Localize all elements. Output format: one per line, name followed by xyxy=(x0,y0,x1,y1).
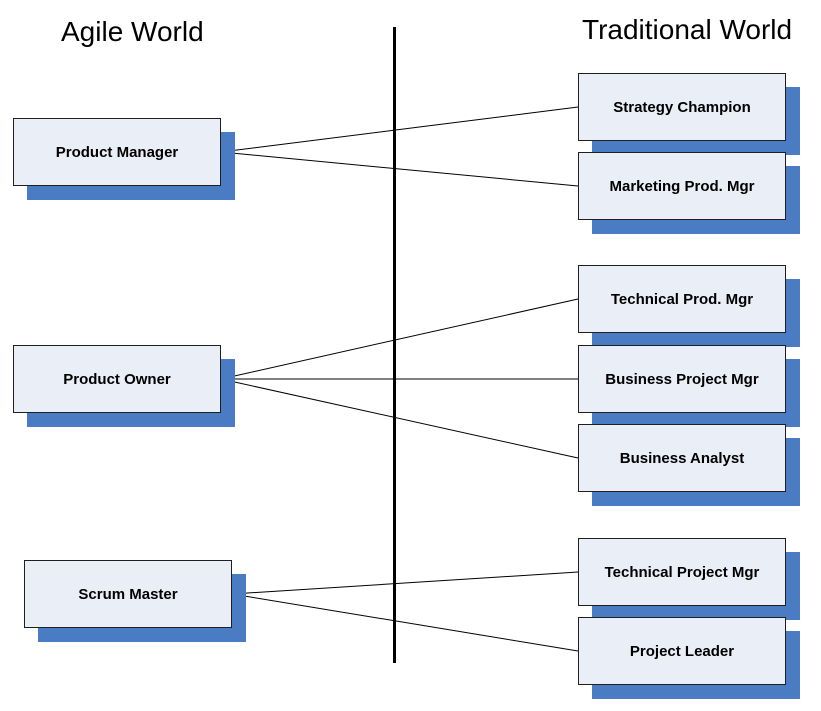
role-box: Marketing Prod. Mgr xyxy=(578,152,786,220)
role-project-leader: Project Leader xyxy=(578,617,800,699)
role-technical-project-mgr: Technical Project Mgr xyxy=(578,538,800,620)
role-label: Business Project Mgr xyxy=(605,370,759,388)
role-technical-prod-mgr: Technical Prod. Mgr xyxy=(578,265,800,347)
role-business-analyst: Business Analyst xyxy=(578,424,800,506)
role-box: Business Analyst xyxy=(578,424,786,492)
role-box: Project Leader xyxy=(578,617,786,685)
world-divider xyxy=(393,27,396,663)
connector-product-owner-to-technical-prod-mgr xyxy=(220,298,579,380)
traditional-world-heading: Traditional World xyxy=(582,14,793,45)
role-label: Product Owner xyxy=(63,370,171,388)
role-box: Scrum Master xyxy=(24,560,232,628)
connector-scrum-master-to-project-leader xyxy=(231,593,579,652)
role-box: Technical Project Mgr xyxy=(578,538,786,606)
connector-product-manager-to-marketing-prod-mgr xyxy=(220,151,579,187)
role-box: Product Owner xyxy=(13,345,221,413)
connector-product-owner-to-business-analyst xyxy=(220,378,579,459)
role-product-owner: Product Owner xyxy=(13,345,235,427)
role-marketing-prod-mgr: Marketing Prod. Mgr xyxy=(578,152,800,234)
role-product-manager: Product Manager xyxy=(13,118,235,200)
role-label: Project Leader xyxy=(629,642,735,660)
role-label: Technical Prod. Mgr xyxy=(610,290,754,308)
role-business-project-mgr: Business Project Mgr xyxy=(578,345,800,427)
role-label: Technical Project Mgr xyxy=(604,563,760,581)
role-label: Scrum Master xyxy=(78,585,178,603)
role-label: Strategy Champion xyxy=(613,98,751,116)
role-box: Business Project Mgr xyxy=(578,345,786,413)
agile-world-heading: Agile World xyxy=(61,16,204,47)
role-box: Product Manager xyxy=(13,118,221,186)
connector-scrum-master-to-technical-project-mgr xyxy=(231,571,579,595)
connector-product-manager-to-strategy-champion xyxy=(220,106,579,153)
role-label: Business Analyst xyxy=(619,449,745,467)
role-box: Strategy Champion xyxy=(578,73,786,141)
role-label: Marketing Prod. Mgr xyxy=(609,177,755,195)
role-strategy-champion: Strategy Champion xyxy=(578,73,800,155)
role-label: Product Manager xyxy=(55,143,179,161)
role-scrum-master: Scrum Master xyxy=(24,560,246,642)
role-box: Technical Prod. Mgr xyxy=(578,265,786,333)
